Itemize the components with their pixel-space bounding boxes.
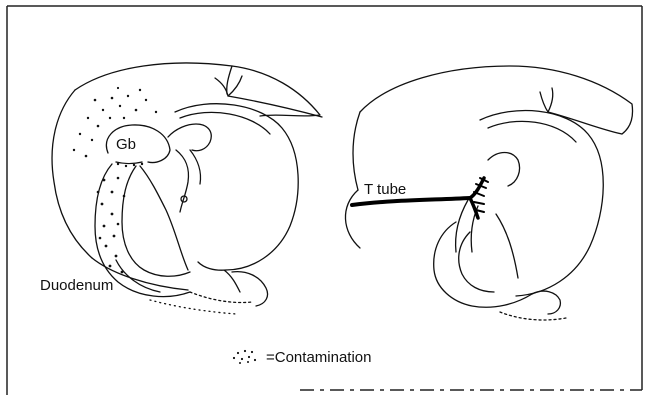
duodenum-label: Duodenum (40, 278, 113, 293)
stipple-dots-icon (228, 346, 262, 366)
t-tube-label: T tube (364, 182, 406, 197)
gallbladder-label: Gb (116, 137, 136, 152)
figure-frame (7, 6, 642, 395)
contamination-dots (73, 87, 157, 274)
legend-text: =Contamination (266, 350, 371, 365)
